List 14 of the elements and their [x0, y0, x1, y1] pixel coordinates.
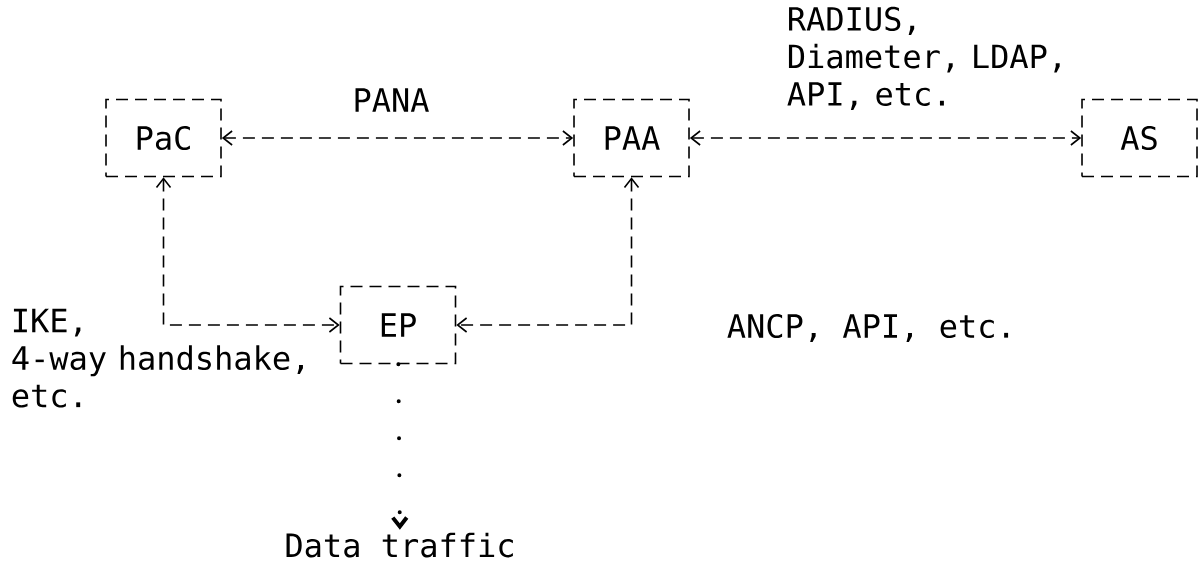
arrow — [155, 177, 340, 333]
process-box: PAA — [573, 98, 690, 178]
process-box: EP — [339, 285, 457, 365]
process-box: PaC — [105, 98, 222, 178]
arrow — [221, 130, 574, 146]
arrow — [391, 362, 409, 530]
edge-label: RADIUS, Diameter, LDAP, API, etc. — [787, 6, 1060, 111]
process-box: AS — [1081, 98, 1198, 178]
arrow — [689, 130, 1082, 146]
edge-label: IKE, 4-way handshake, etc. — [12, 308, 303, 408]
edge-label: ANCP, API, etc. — [727, 313, 1009, 343]
edge-label: PANA — [355, 88, 429, 112]
arrow — [456, 177, 640, 333]
endpoint-text: Data traffic — [286, 532, 513, 558]
